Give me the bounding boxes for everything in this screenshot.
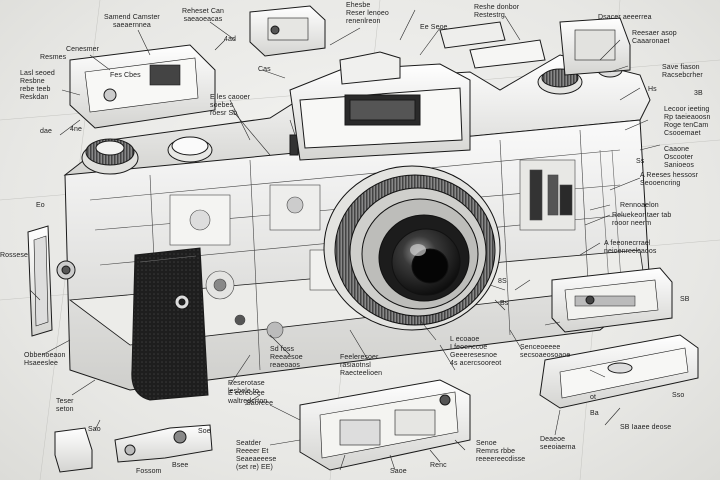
callout-label: Cenesmer <box>66 46 100 53</box>
right-top-module <box>559 17 631 76</box>
callout-label: Senceoeeee secsoaeosoaoe <box>520 344 571 359</box>
callout-label: ot <box>590 394 597 401</box>
battery-pack <box>551 267 673 333</box>
callout-label: Sso <box>672 392 685 399</box>
callout-label: 4ne <box>70 126 82 133</box>
callout-label: Obbenoeaon Hsaeeslee <box>24 352 66 367</box>
callout-label: Fossom <box>136 468 162 475</box>
callout-label: Save fiason Racsebcrher <box>662 64 703 79</box>
callout-label: Samend Camster saeaernnea <box>104 14 160 29</box>
callout-label: Hs <box>648 86 657 93</box>
lens-assembly <box>323 165 501 331</box>
callout-label: Bsee <box>172 462 189 469</box>
small-cover-b <box>114 424 213 463</box>
hot-shoe <box>339 51 401 85</box>
callout-label: 4ad <box>224 36 236 43</box>
callout-label: Renc <box>430 462 447 469</box>
callout-label: 3B <box>694 90 703 97</box>
callout-label: Fes Cbes <box>110 72 141 79</box>
leader-lines <box>29 9 661 471</box>
callout-label: Caaone Oscooter Sanioeos <box>664 146 694 169</box>
callout-label: Feeleresoer rasiaotnsl Raecteelioen <box>340 354 383 377</box>
callout-label: E ecreoeee waltredcrton <box>228 390 268 405</box>
mode-dial <box>81 138 139 175</box>
callout-label: Rennoaelon <box>620 202 659 209</box>
callout-label: dae <box>40 128 52 135</box>
callout-label: SB Iaaee deose <box>620 424 672 431</box>
callout-label: Deaeoe seeoiaerna <box>540 436 576 451</box>
callout-label: SB <box>680 296 690 303</box>
top-cover-part <box>249 5 326 57</box>
small-cover-a <box>54 427 93 473</box>
callout-label: Lecoor ieeting Rp taeieaoosn Roge tenCam… <box>664 106 711 137</box>
callout-label: Reluekeor taer tab rooor neerm <box>612 212 672 227</box>
callout-label: Lasl seoed Resbne rebe teeb Reskdan <box>20 70 55 101</box>
callout-label: Reserotase lesbele to <box>228 380 265 395</box>
callout-label: E les caooer soebes roesr Sb <box>210 94 251 117</box>
callout-label: Reheset Can saeaoeacas <box>182 8 224 23</box>
callout-label: Ss <box>636 158 645 165</box>
bottom-base-plate <box>299 379 471 471</box>
callout-label: A Reeses hessosr Seooencring <box>640 172 699 187</box>
callout-label: Saoreee <box>246 400 274 407</box>
callout-label: Ee Seoe <box>420 24 448 31</box>
callout-label: Teser seton <box>56 398 74 413</box>
callout-label: Cas <box>258 66 271 73</box>
callout-label: Ehesbe Reser lenoeo renenlreon <box>346 2 389 25</box>
callout-label: Eo <box>36 202 45 209</box>
callout-label: Sd foss Reeaesoe reaeoaos <box>270 346 303 369</box>
callout-label: Soe <box>198 428 211 435</box>
callout-label: Bs <box>500 300 509 307</box>
shutter-dial <box>167 136 213 163</box>
callout-label: Rossese <box>0 252 28 259</box>
top-flash-module <box>69 44 216 129</box>
battery-door <box>539 334 699 409</box>
callout-label: Seatder Reeeer Et Seaeaeeese (set re) EE… <box>236 440 277 471</box>
callout-label: Ba <box>590 410 599 417</box>
callout-label: A feeonecrrael neioenreclcaoos <box>604 240 657 255</box>
callout-label: L ecoaoe I feoenccoe Geeeresesnoe 4s ace… <box>450 336 502 367</box>
exploded-parts <box>54 5 699 473</box>
callout-label: Reshe donbor Restestrg <box>474 4 520 19</box>
callout-label: 8S <box>498 278 507 285</box>
callout-label: Sao <box>88 426 101 433</box>
hand-grip <box>131 247 209 401</box>
eyepiece-part <box>439 21 506 49</box>
callout-label: Reesaer asop Caaaronaet <box>632 30 677 45</box>
callout-label: Resmes <box>40 54 67 61</box>
callout-label: Saoe <box>390 468 407 475</box>
callout-label: Dsacer aeeerrea <box>598 14 652 21</box>
callout-label: Senoe Remns rbbe reeeereecdisse <box>476 440 526 463</box>
